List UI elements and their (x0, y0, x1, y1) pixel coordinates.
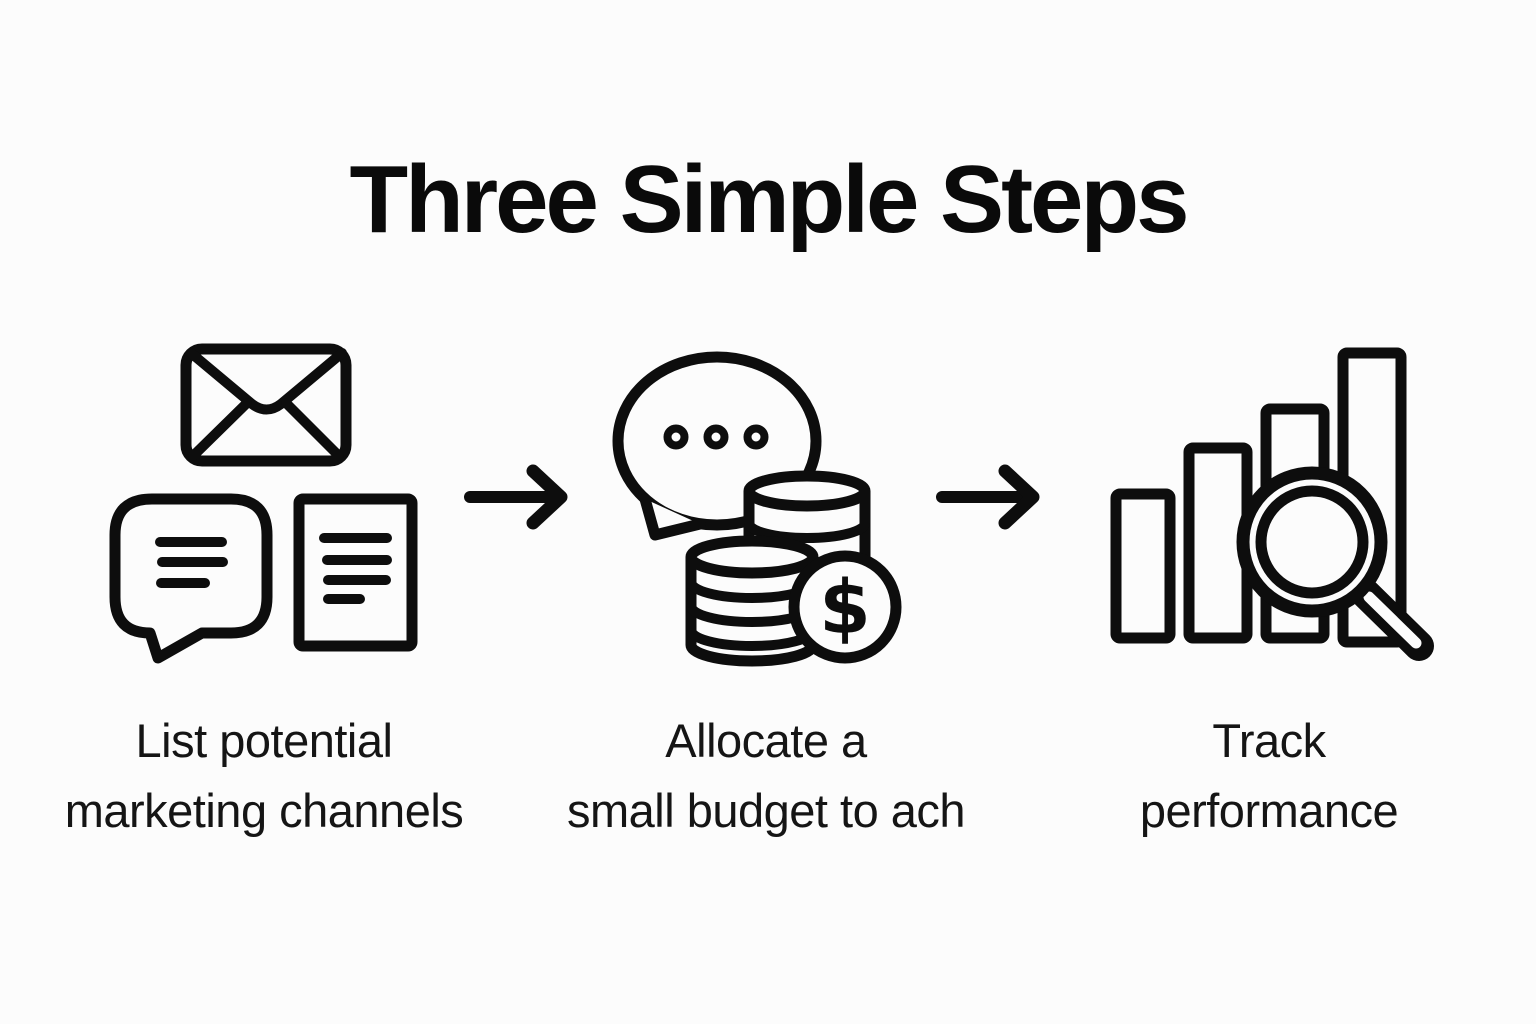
coin-stack-icon (685, 535, 819, 667)
step-1-label: List potential marketing channels (65, 706, 464, 846)
envelope-icon (180, 343, 352, 467)
dot-icon (703, 424, 729, 450)
magnifier-icon (1236, 466, 1434, 661)
step-1-label-line-1: List potential (135, 714, 393, 767)
step-3-label-line-2: performance (1139, 784, 1399, 837)
arrow-right-icon (936, 464, 1040, 530)
arrow-right-icon (464, 464, 568, 530)
page-title: Three Simple Steps (349, 146, 1190, 254)
marketing-channels-icon (109, 343, 418, 664)
step-2-label-line-2: small budget to ach (566, 784, 966, 837)
document-icon (293, 493, 418, 652)
dollar-sign: $ (819, 565, 871, 651)
track-performance-icon (1110, 347, 1434, 661)
step-2-label-line-1: Allocate a (665, 714, 867, 767)
dot-icon (663, 424, 689, 450)
budget-allocation-icon: $ (612, 351, 902, 667)
dollar-coin-icon: $ (788, 550, 902, 664)
chat-bubble-icon (109, 493, 273, 664)
chat-bubble-dots-icon (612, 351, 822, 541)
step-3-label: Track performance (1139, 706, 1399, 846)
step-2-label: Allocate a small budget to ach (566, 706, 966, 846)
dot-icon (743, 424, 769, 450)
step-3-label-line-1: Track (1212, 714, 1326, 767)
step-1-label-line-2: marketing channels (64, 784, 464, 837)
